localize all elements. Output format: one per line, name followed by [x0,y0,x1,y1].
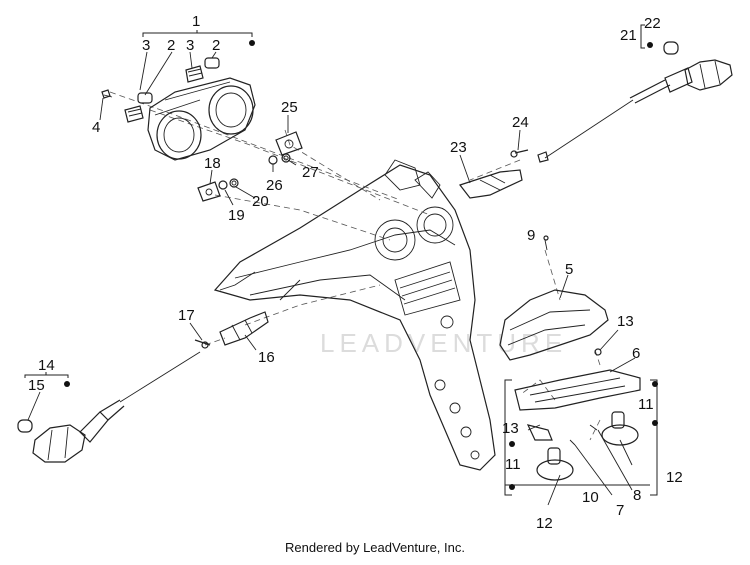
callout-labels: 1 3 2 3 2 4 25 27 26 18 19 20 22 21 23 2… [28,13,683,532]
callout-3b: 3 [186,37,194,54]
callout-18: 18 [204,155,221,172]
callout-4: 4 [92,119,100,136]
callout-24: 24 [512,114,529,131]
callout-22: 22 [644,15,661,32]
rear-frame [213,159,496,471]
leader-lines [27,51,636,496]
callout-23: 23 [450,139,467,156]
assembly-lines [109,91,601,441]
callout-15: 15 [28,377,45,394]
callout-2a: 2 [167,37,175,54]
callout-6: 6 [632,345,640,362]
callout-11b: 11 [505,456,521,473]
callout-16: 16 [258,349,275,366]
callout-14: 14 [38,357,55,374]
callout-13b: 13 [502,420,519,437]
callout-9: 9 [527,227,535,244]
watermark-text: LEADVENTURE [320,328,567,358]
callout-8: 8 [633,487,641,504]
callout-2b: 2 [212,37,220,54]
callout-1: 1 [192,13,200,30]
callout-27: 27 [302,164,319,181]
callout-17: 17 [178,307,195,324]
callout-13a: 13 [617,313,634,330]
callout-5: 5 [565,261,573,278]
callout-12a: 12 [666,469,683,486]
small-brackets [197,131,303,202]
license-light-units [504,379,658,506]
callout-brackets [24,24,658,490]
callout-11a: 11 [638,396,654,413]
callout-10: 10 [582,489,599,506]
footer-credit: Rendered by LeadVenture, Inc. [285,540,465,555]
callout-19: 19 [228,207,245,224]
callout-12b: 12 [536,515,553,532]
callout-26: 26 [266,177,283,194]
callout-7: 7 [616,502,624,519]
connector-cover [459,149,529,199]
left-connector [194,311,269,349]
callout-3a: 3 [142,37,150,54]
license-plate-holder [499,235,609,361]
left-turn-signal [17,351,201,463]
tail-light-assembly [147,77,256,161]
callout-25: 25 [281,99,298,116]
right-turn-signal [537,41,733,163]
callout-21: 21 [620,27,637,44]
callout-20: 20 [252,193,269,210]
license-light-bracket [514,348,641,411]
